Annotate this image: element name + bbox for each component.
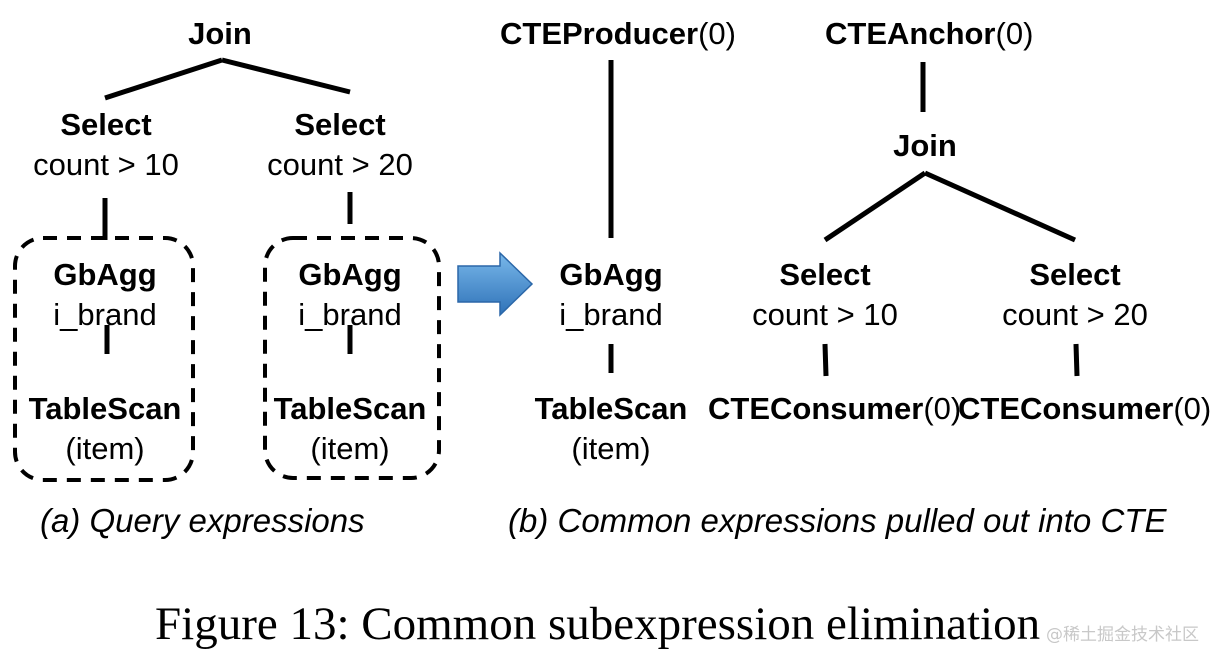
gbagg-node-left-b-title: GbAgg [298, 257, 402, 292]
cte-producer-title: CTEProducer [500, 16, 699, 51]
tablescan-node-left-b-title: TableScan [273, 391, 427, 426]
select-node-left-a-detail: count > 10 [33, 147, 179, 182]
select-node-right-b-detail: count > 20 [1002, 297, 1148, 332]
select-node-right-a-detail: count > 10 [752, 297, 898, 332]
dashed-box-left [13, 236, 195, 482]
gbagg-node-left-b: GbAgg i_brand [265, 255, 435, 335]
gbagg-node-right-title: GbAgg [559, 257, 663, 292]
tablescan-node-right-detail: (item) [571, 431, 651, 466]
tablescan-node-left-b-detail: (item) [310, 431, 390, 466]
select-node-right-a: Select count > 10 [725, 255, 925, 335]
gbagg-node-left-b-detail: i_brand [298, 297, 402, 332]
tablescan-node-right: TableScan (item) [526, 389, 696, 469]
select-node-left-a: Select count > 10 [10, 105, 202, 185]
gbagg-node-right-detail: i_brand [559, 297, 663, 332]
tablescan-node-left-a-title: TableScan [28, 391, 182, 426]
cte-consumer-b-id: (0) [1173, 391, 1212, 426]
transform-arrow-icon [457, 251, 534, 317]
tablescan-node-left-a-detail: (item) [65, 431, 145, 466]
figure-caption: Figure 13: Common subexpression eliminat… [155, 598, 1041, 650]
select-node-left-b-detail: count > 20 [267, 147, 413, 182]
dashed-box-right [263, 236, 441, 480]
cte-consumer-a-title: CTEConsumer [708, 391, 924, 426]
edge-join-select-b-right [923, 170, 1077, 243]
gbagg-node-left-a: GbAgg i_brand [20, 255, 190, 335]
select-node-left-b-title: Select [294, 107, 386, 142]
edge-join-select-a-right [823, 170, 927, 243]
join-node-left-title: Join [188, 16, 252, 51]
tablescan-node-left-a: TableScan (item) [20, 389, 190, 469]
cte-producer-id: (0) [698, 16, 736, 51]
edge-join-select-a [104, 57, 223, 101]
cte-anchor-node: CTEAnchor(0) [825, 14, 1033, 54]
edge-select-a-consumer-a [822, 343, 829, 377]
join-node-right: Join [855, 126, 995, 166]
select-node-left-a-title: Select [60, 107, 152, 142]
cte-producer-node: CTEProducer(0) [500, 14, 736, 54]
select-node-right-a-title: Select [779, 257, 871, 292]
tablescan-node-left-b: TableScan (item) [265, 389, 435, 469]
select-node-left-b: Select count > 20 [240, 105, 440, 185]
watermark-text: @稀土掘金技术社区 [1046, 625, 1199, 645]
select-node-right-b: Select count > 20 [975, 255, 1175, 335]
select-node-right-b-title: Select [1029, 257, 1121, 292]
cte-anchor-id: (0) [995, 16, 1034, 51]
gbagg-node-right: GbAgg i_brand [526, 255, 696, 335]
join-node-left: Join [150, 14, 290, 54]
cte-consumer-b-title: CTEConsumer [958, 391, 1174, 426]
caption-query-expressions: (a) Query expressions [40, 502, 365, 539]
cte-consumer-a-id: (0) [923, 391, 962, 426]
gbagg-node-left-a-detail: i_brand [53, 297, 157, 332]
cte-anchor-title: CTEAnchor [825, 16, 996, 51]
cte-consumer-node-a: CTEConsumer(0) [708, 389, 961, 429]
edge-join-select-b [221, 57, 351, 95]
gbagg-node-left-a-title: GbAgg [53, 257, 157, 292]
edge-select-b-consumer-b [1073, 343, 1080, 377]
join-node-right-title: Join [893, 128, 957, 163]
tablescan-node-right-title: TableScan [534, 391, 688, 426]
caption-common-expressions-cte: (b) Common expressions pulled out into C… [508, 502, 1167, 539]
cte-consumer-node-b: CTEConsumer(0) [958, 389, 1211, 429]
